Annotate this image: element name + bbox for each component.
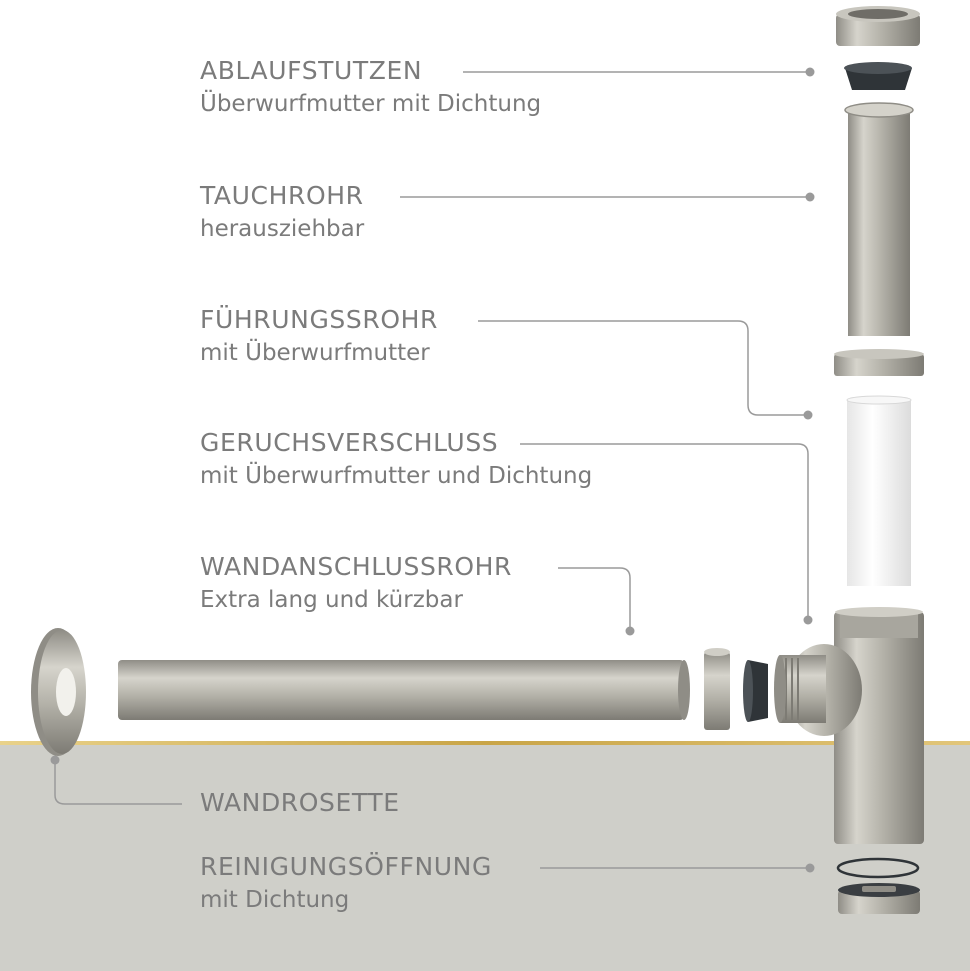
leader-fuehrungsrohr <box>478 320 808 416</box>
label-geruchsverschluss-title: GERUCHSVERSCHLUSS <box>200 428 499 457</box>
top-gasket <box>844 62 912 90</box>
dot-wandanschlussrohr <box>625 626 635 636</box>
label-reinigungsoeffnung: REINIGUNGSÖFFNUNG mit Dichtung <box>200 851 492 917</box>
label-reinigungsoeffnung-title: REINIGUNGSÖFFNUNG <box>200 852 492 881</box>
gold-divider-line <box>0 741 970 745</box>
label-tauchrohr-title: TAUCHROHR <box>200 181 364 210</box>
label-geruchsverschluss-sub: mit Überwurfmutter und Dichtung <box>200 463 593 489</box>
label-wandanschlussrohr-sub: Extra lang und kürzbar <box>200 587 463 613</box>
label-tauchrohr: TAUCHROHR herausziehbar <box>200 180 364 246</box>
dot-wandrosette <box>50 755 60 765</box>
leader-dots <box>50 67 815 873</box>
label-wandanschlussrohr-title: WANDANSCHLUSSROHR <box>200 552 513 581</box>
dot-tauchrohr <box>805 192 815 202</box>
label-fuehrungsrohr: FÜHRUNGSSROHR mit Überwurfmutter <box>200 304 438 370</box>
dot-reinigungsoeffnung <box>805 863 815 873</box>
dot-fuehrungsrohr <box>803 410 813 420</box>
leader-lines <box>54 71 810 869</box>
leader-wandanschlussrohr <box>558 567 631 630</box>
label-tauchrohr-sub: herausziehbar <box>200 216 365 242</box>
cleanout-cap <box>838 883 920 914</box>
label-wandrosette-title: WANDROSETTE <box>200 788 400 817</box>
label-fuehrungsrohr-title: FÜHRUNGSSROHR <box>200 305 438 334</box>
trap-body <box>774 607 924 844</box>
label-ablaufstutzen: ABLAUFSTUTZEN Überwurfmutter mit Dichtun… <box>200 55 541 121</box>
label-fuehrungsrohr-sub: mit Überwurfmutter <box>200 340 430 366</box>
guide-tube-white <box>846 395 912 586</box>
label-wandrosette: WANDROSETTE <box>200 787 400 819</box>
label-geruchsverschluss: GERUCHSVERSCHLUSS mit Überwurfmutter und… <box>200 427 592 493</box>
dot-ablaufstutzen <box>805 67 815 77</box>
leader-wandrosette <box>54 760 182 805</box>
top-union-nut <box>836 6 920 46</box>
leader-geruchsverschluss <box>520 443 809 620</box>
label-ablaufstutzen-sub: Überwurfmutter mit Dichtung <box>200 91 542 117</box>
dip-tube <box>844 102 914 336</box>
dot-geruchsverschluss <box>803 615 813 625</box>
wall-connection-pipe <box>118 660 690 720</box>
wall-pipe-union-nut <box>704 648 730 730</box>
wall-pipe-gasket <box>743 660 768 722</box>
label-reinigungsoeffnung-sub: mit Dichtung <box>200 887 350 913</box>
label-ablaufstutzen-title: ABLAUFSTUTZEN <box>200 56 423 85</box>
label-wandanschlussrohr: WANDANSCHLUSSROHR Extra lang und kürzbar <box>200 551 512 617</box>
floor-area <box>0 744 970 971</box>
cleanout-o-ring <box>836 857 920 879</box>
guide-tube-nut <box>834 349 924 376</box>
wall-rosette <box>31 628 86 756</box>
